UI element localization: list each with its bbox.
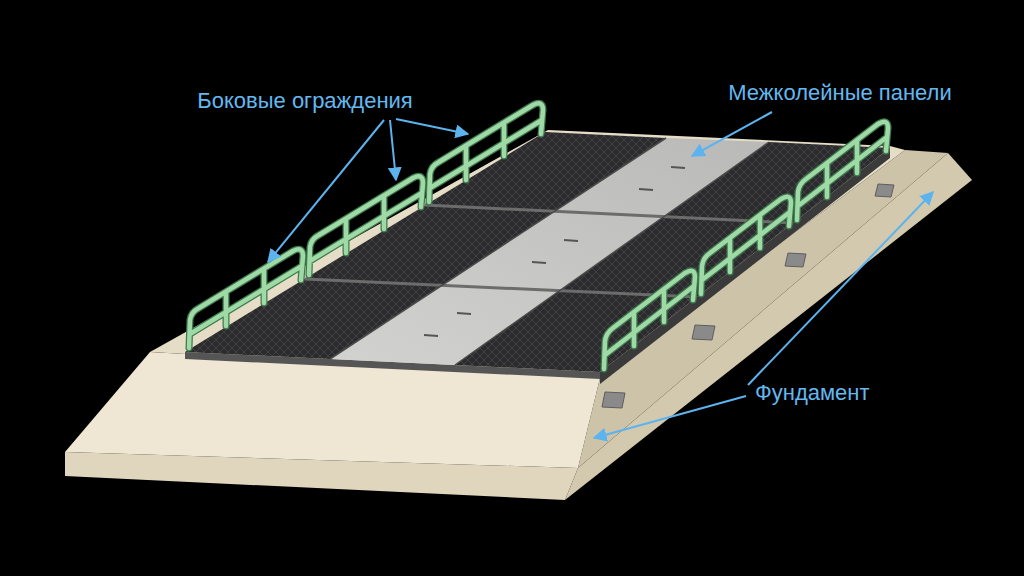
leader-line: [748, 192, 933, 385]
panel-seam: [305, 279, 697, 297]
support: [785, 253, 806, 267]
leader-line: [396, 119, 468, 134]
railing: [429, 103, 543, 202]
railing: [429, 103, 543, 202]
railing: [797, 122, 888, 220]
leader-line: [268, 120, 384, 262]
part-label: Боковые ограждения: [197, 88, 413, 114]
railing: [189, 249, 303, 348]
slot: [424, 335, 438, 336]
slot: [639, 189, 653, 190]
support: [875, 184, 894, 197]
leader-line: [594, 396, 746, 438]
railing: [797, 122, 888, 220]
leader-line: [692, 112, 772, 156]
panel-seam: [425, 205, 793, 223]
railing: [701, 197, 791, 294]
part-label: Фундамент: [755, 380, 870, 406]
support: [692, 325, 715, 340]
railing: [701, 197, 791, 294]
slot: [457, 313, 471, 314]
railing: [604, 271, 695, 369]
part-label: Межколейные панели: [728, 80, 952, 106]
slot: [532, 262, 546, 263]
slot: [671, 167, 685, 168]
railings-outline: [189, 103, 888, 369]
railing: [189, 249, 303, 348]
foundation: [65, 130, 972, 500]
foundation-ramp: [65, 352, 600, 468]
slot: [564, 240, 578, 241]
support: [602, 392, 625, 408]
panel-slots: [424, 167, 685, 336]
railing: [604, 271, 695, 369]
railings: [189, 103, 888, 369]
leader-lines: [268, 112, 933, 438]
leader-line: [390, 120, 396, 180]
